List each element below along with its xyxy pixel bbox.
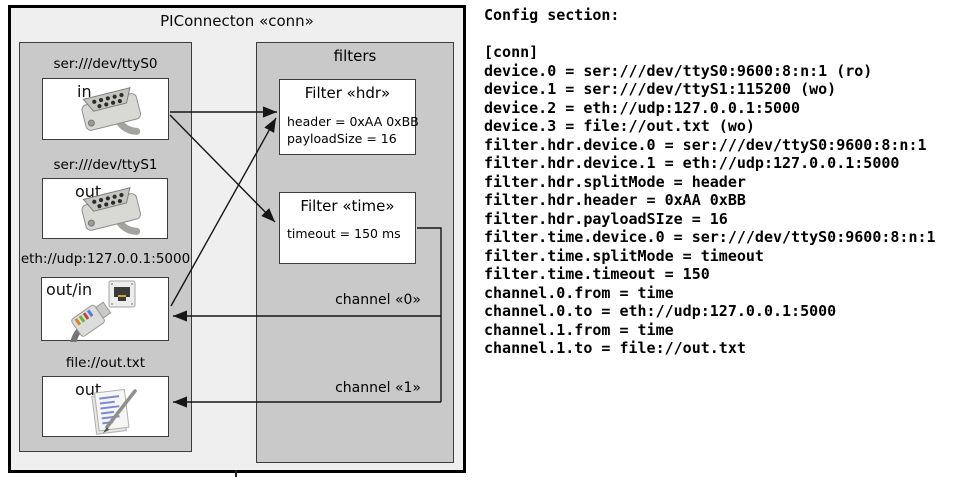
device-ttys0-label: ser:///dev/ttyS0 — [53, 56, 158, 72]
channel-1-label: channel «1» — [335, 380, 421, 396]
config-line: [conn] — [484, 43, 539, 61]
device-file-box: out — [42, 376, 169, 437]
serial-connector-icon — [81, 87, 141, 135]
device-ttys1-label: ser:///dev/ttyS1 — [53, 157, 158, 173]
config-panel: Config section: [conn] device.0 = ser://… — [484, 6, 962, 358]
device-file-label: file://out.txt — [65, 355, 146, 371]
config-line: device.3 = file://out.txt (wo) — [484, 117, 755, 135]
ethernet-jack-icon — [108, 280, 136, 308]
device-ttys0-direction: in — [77, 82, 92, 101]
filter-hdr-attr-payloadsize: payloadSize = 16 — [287, 131, 397, 146]
filter-time-attr-timeout: timeout = 150 ms — [287, 226, 401, 241]
config-line: device.2 = eth://udp:127.0.0.1:5000 — [484, 98, 801, 117]
filters-panel: filters Filter «hdr» header = 0xAA 0xBB … — [256, 42, 454, 463]
devices-panel: ser:///dev/ttyS0 in — [19, 42, 192, 452]
config-line: filter.hdr.payloadSIze = 16 — [484, 209, 728, 228]
device-eth-label: eth://udp:127.0.0.1:5000 — [20, 251, 191, 267]
config-line: filter.hdr.splitMode = header — [484, 172, 746, 191]
config-line: channel.1.from = time — [484, 320, 674, 339]
serial-connector-icon — [81, 187, 141, 235]
diagram-title: PIConnecton «conn» — [160, 12, 314, 30]
config-line: channel.0.to = eth://udp:127.0.0.1:5000 — [484, 302, 837, 320]
config-line: filter.hdr.header = 0xAA 0xBB — [484, 191, 746, 209]
connector-diagram: PIConnecton «conn» ser:///dev/ttyS0 in — [8, 5, 466, 473]
filter-hdr-attr-header: header = 0xAA 0xBB — [287, 114, 419, 129]
notepad-pen-icon — [91, 388, 137, 435]
config-line: channel.0.from = time — [484, 283, 674, 302]
device-ttys0-box: in — [42, 78, 169, 140]
filter-hdr-title: Filter «hdr» — [304, 84, 391, 102]
config-line: filter.time.splitMode = timeout — [484, 246, 764, 265]
config-heading: Config section: — [484, 6, 620, 24]
filter-time-title: Filter «time» — [300, 197, 395, 215]
config-line: filter.time.timeout = 150 — [484, 265, 710, 283]
artifact-tick — [235, 470, 237, 477]
config-line: device.1 = ser:///dev/ttyS1:115200 (wo) — [484, 80, 837, 98]
config-line: device.0 = ser:///dev/ttyS0:9600:8:n:1 (… — [484, 61, 873, 80]
config-line: channel.1.to = file://out.txt — [484, 339, 746, 357]
device-eth-box: out/in — [41, 277, 169, 342]
channel-0-label: channel «0» — [335, 292, 421, 308]
device-eth-direction: out/in — [46, 280, 93, 299]
filters-panel-title: filters — [333, 47, 377, 65]
config-line: filter.time.device.0 = ser:///dev/ttyS0:… — [484, 228, 936, 246]
config-line: filter.hdr.device.1 = eth://udp:127.0.0.… — [484, 154, 900, 172]
filter-hdr-box: Filter «hdr» header = 0xAA 0xBB payloadS… — [279, 79, 419, 155]
config-lines: [conn] device.0 = ser:///dev/ttyS0:9600:… — [484, 43, 962, 358]
filter-time-box: Filter «time» timeout = 150 ms — [279, 192, 416, 264]
ethernet-plug-icon — [69, 301, 112, 342]
config-line: filter.hdr.device.0 = ser:///dev/ttyS0:9… — [484, 135, 927, 154]
device-ttys1-box: out — [42, 178, 168, 239]
